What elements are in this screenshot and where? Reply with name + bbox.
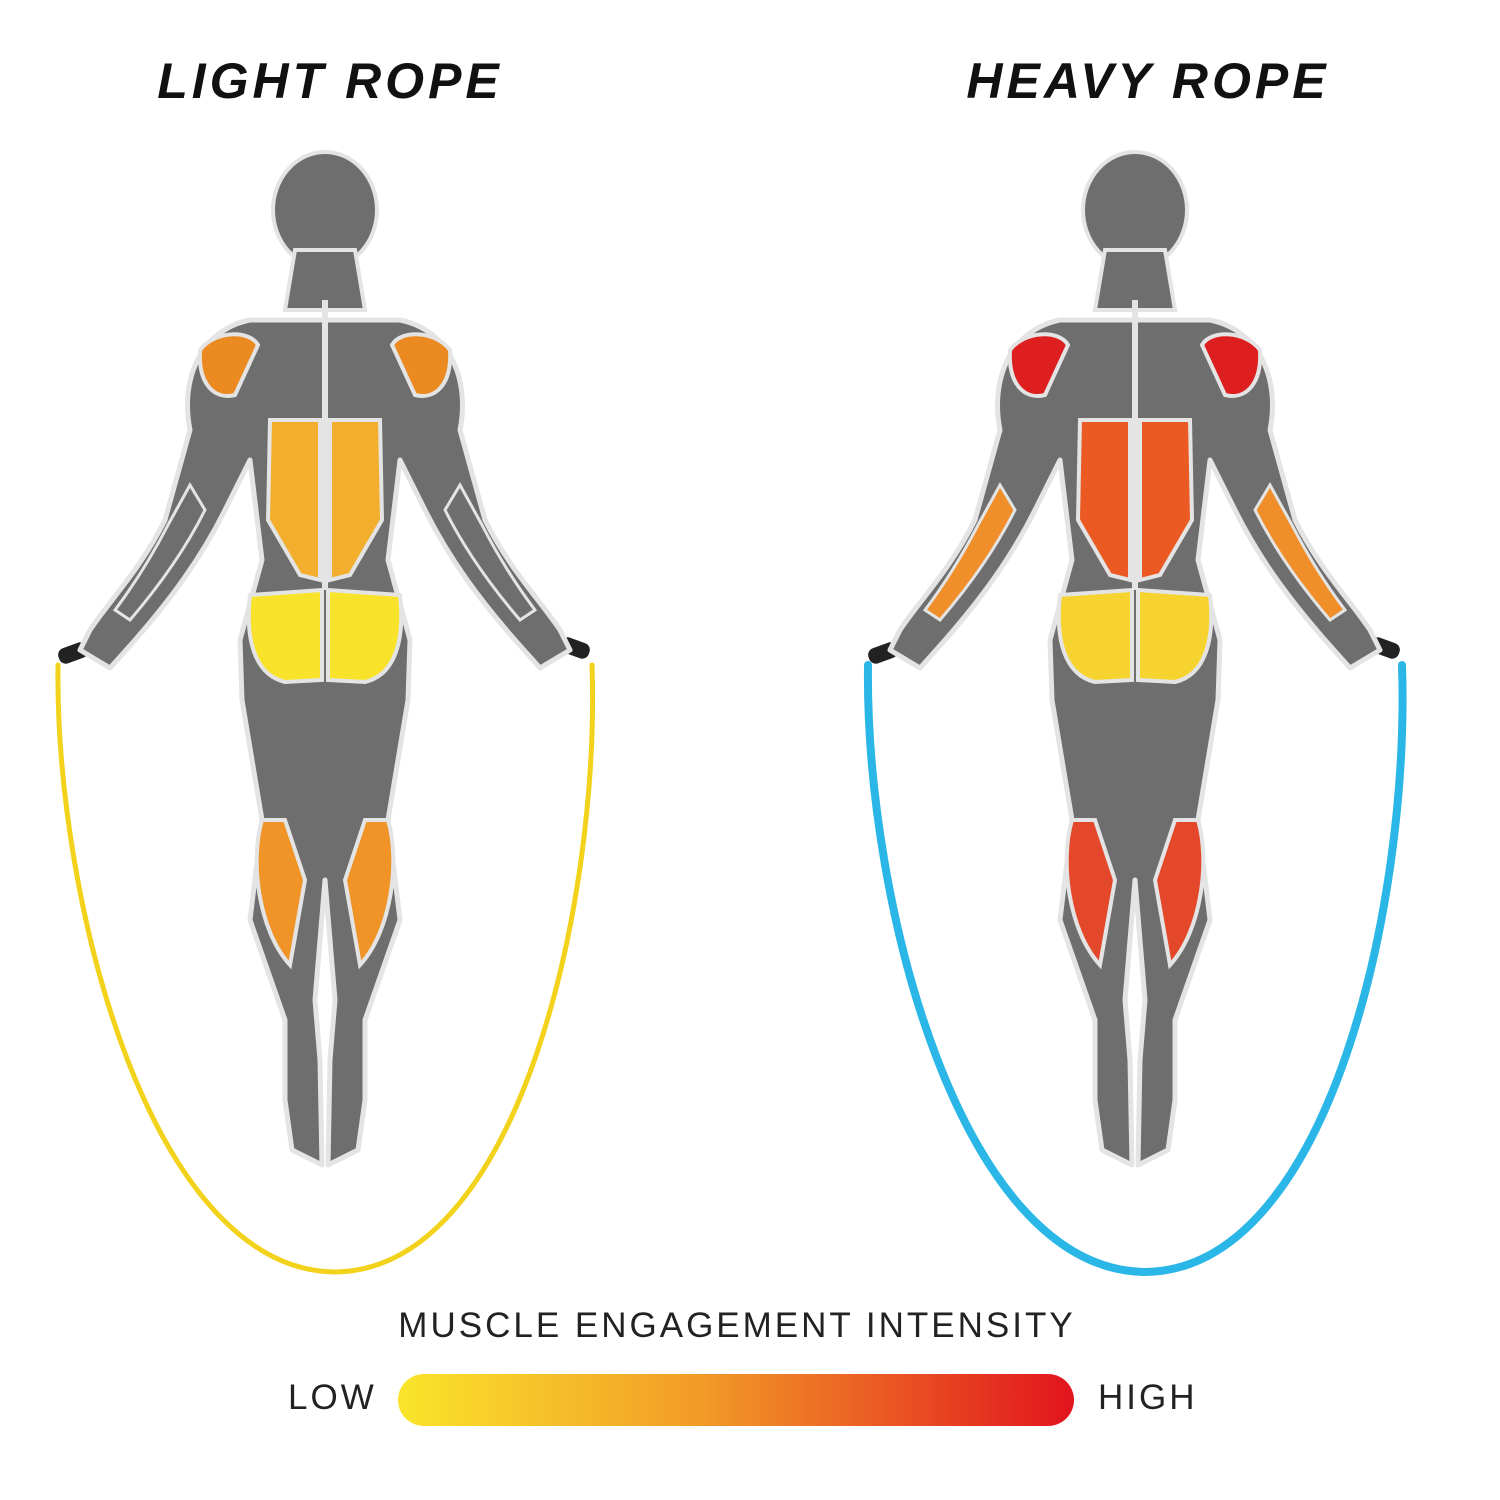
- left-shoulder-muscle: [1007, 332, 1071, 398]
- left-back-muscle: [1075, 418, 1132, 583]
- left-calf-muscle: [254, 818, 308, 970]
- right-shoulder-muscle: [389, 332, 453, 398]
- legend-low-label: LOW: [288, 1378, 377, 1417]
- torso-and-limbs: [77, 317, 573, 1168]
- light-rope-title: LIGHT ROPE: [157, 53, 503, 109]
- right-glute-muscle: [326, 587, 404, 685]
- right-glute-muscle: [1136, 587, 1214, 685]
- rope: [863, 661, 1407, 1277]
- right-calf-muscle: [1152, 818, 1206, 970]
- right-forearm-muscle: [1253, 481, 1348, 622]
- right-forearm-muscle: [443, 481, 538, 622]
- left-forearm-muscle: [112, 481, 207, 622]
- right-back-muscle: [1138, 418, 1195, 583]
- heavy-rope-title: HEAVY ROPE: [966, 53, 1330, 109]
- heavy-rope-figure: [863, 150, 1407, 1277]
- neck: [1092, 248, 1178, 312]
- right-back-muscle: [328, 418, 385, 583]
- body-silhouette: [77, 150, 573, 1168]
- right-calf-muscle: [342, 818, 396, 970]
- left-forearm-muscle: [922, 481, 1017, 622]
- light-rope-figure: [55, 150, 596, 1275]
- intensity-gradient-bar: [398, 1374, 1074, 1426]
- legend-high-label: HIGH: [1098, 1378, 1198, 1417]
- neck: [282, 248, 368, 312]
- legend-title: MUSCLE ENGAGEMENT INTENSITY: [398, 1306, 1076, 1345]
- left-shoulder-muscle: [197, 332, 261, 398]
- right-shoulder-muscle: [1199, 332, 1263, 398]
- torso-and-limbs: [887, 317, 1383, 1168]
- rope: [55, 662, 596, 1275]
- body-silhouette: [887, 150, 1383, 1168]
- left-calf-muscle: [1064, 818, 1118, 970]
- left-glute-muscle: [1056, 587, 1134, 685]
- left-back-muscle: [265, 418, 322, 583]
- left-glute-muscle: [246, 587, 324, 685]
